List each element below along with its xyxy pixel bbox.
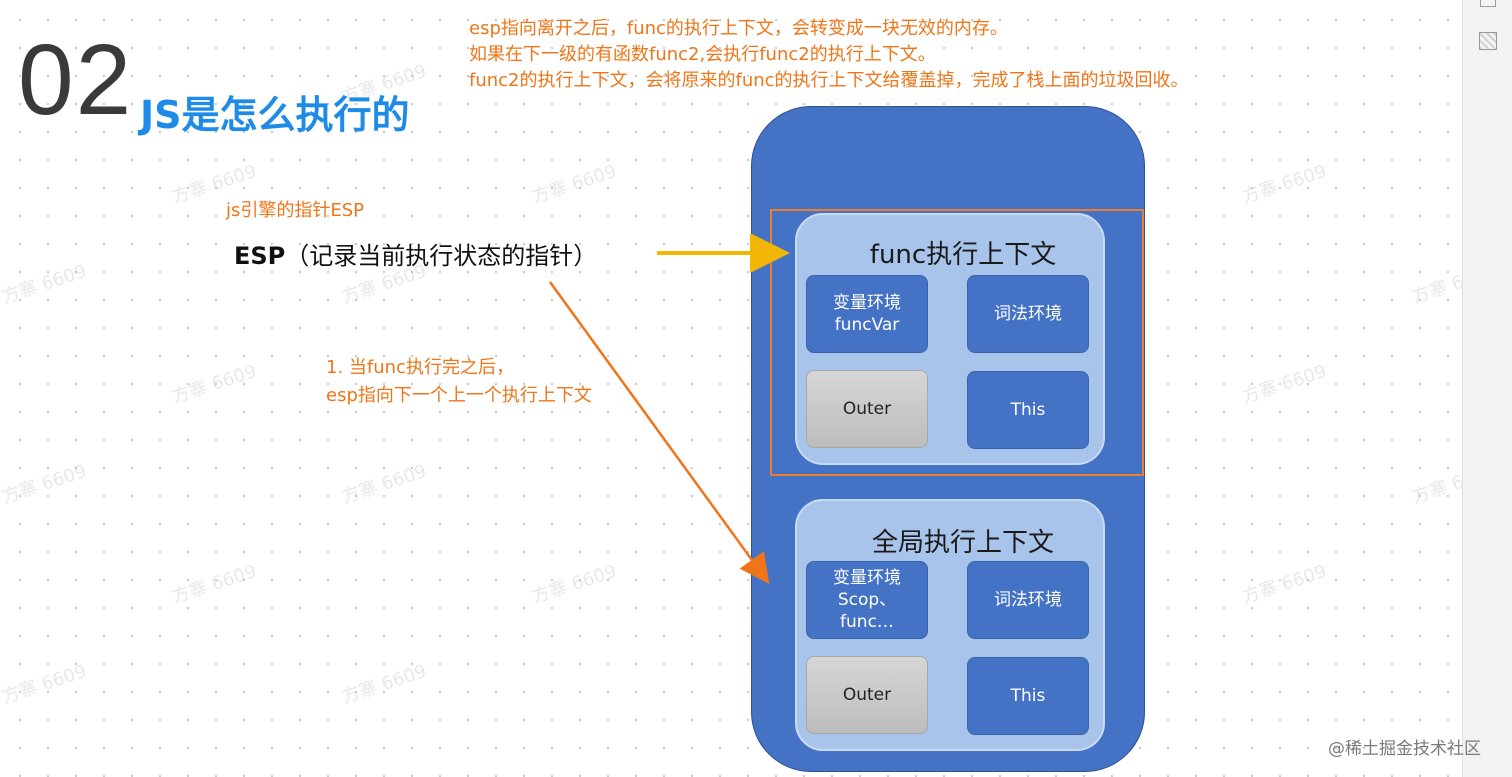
func-outer-reference: Outer <box>806 370 928 448</box>
esp-keyword: ESP <box>234 242 286 270</box>
cell-line: func… <box>840 612 894 632</box>
func-this-binding: This <box>967 371 1089 449</box>
right-toolbar <box>1462 0 1512 777</box>
cell-line: Scop、 <box>837 590 897 610</box>
slide-number: 02 <box>18 24 134 136</box>
step-annotation-line: esp指向下一个上一个执行上下文 <box>326 385 592 406</box>
step-annotation: 1. 当func执行完之后， esp指向下一个上一个执行上下文 <box>326 354 592 410</box>
image-icon[interactable] <box>1479 32 1497 50</box>
cell-line: 变量环境 <box>833 293 901 313</box>
top-annotation: esp指向离开之后，func的执行上下文，会转变成一块无效的内存。 如果在下一级… <box>469 16 1189 94</box>
top-annotation-line: esp指向离开之后，func的执行上下文，会转变成一块无效的内存。 <box>469 18 1008 39</box>
site-watermark: @稀土掘金技术社区 <box>1328 739 1481 759</box>
top-annotation-line: func2的执行上下文，会将原来的func的执行上下文给覆盖掉，完成了栈上面的垃… <box>469 70 1189 91</box>
esp-explanation: （记录当前执行状态的指针） <box>285 242 598 270</box>
func-context-title: func执行上下文 <box>869 240 1057 270</box>
global-context-title: 全局执行上下文 <box>871 528 1054 558</box>
page-icon[interactable] <box>1480 0 1496 7</box>
global-lexical-environment: 词法环境 <box>967 561 1089 639</box>
esp-pointer-label: js引擎的指针ESP <box>226 200 365 221</box>
slide-title: JS是怎么执行的 <box>140 93 410 137</box>
esp-description: ESP（记录当前执行状态的指针） <box>234 236 597 271</box>
global-outer-reference: Outer <box>806 656 928 734</box>
global-this-binding: This <box>967 657 1089 735</box>
cell-line: funcVar <box>834 315 900 335</box>
current-context-highlight <box>770 209 1144 476</box>
step-annotation-line: 1. 当func执行完之后， <box>326 357 514 378</box>
esp-move-arrow <box>548 281 770 585</box>
top-annotation-line: 如果在下一级的有函数func2,会执行func2的执行上下文。 <box>469 44 936 65</box>
func-lexical-environment: 词法环境 <box>967 275 1089 353</box>
cell-line: 变量环境 <box>833 568 901 588</box>
